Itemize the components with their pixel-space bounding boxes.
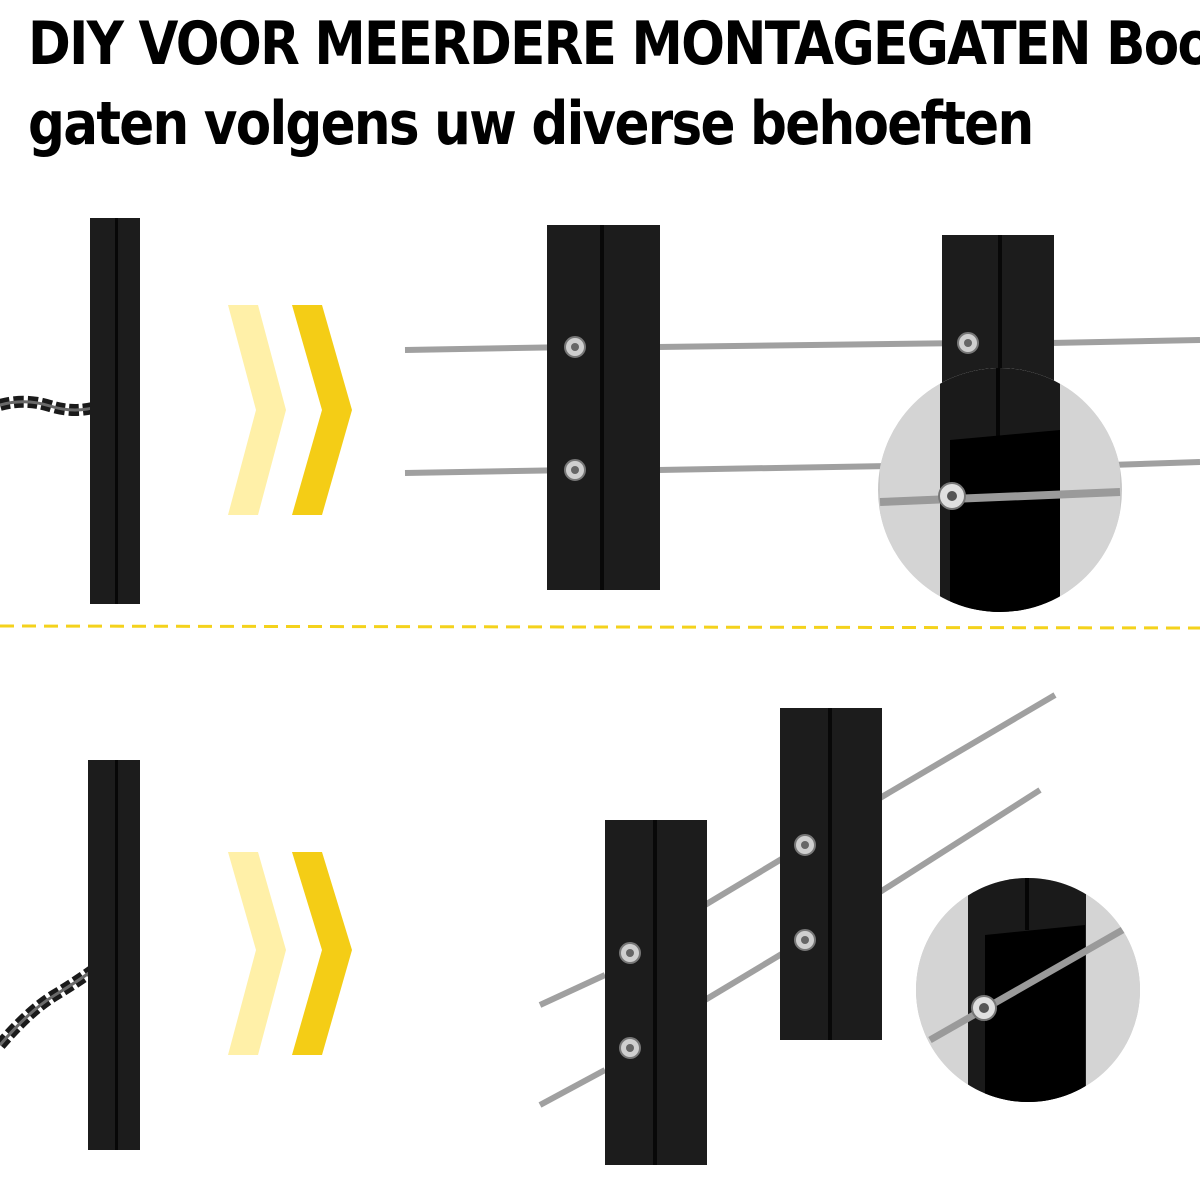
- mounted-post-top-1: [547, 225, 660, 590]
- headline: DIY VOOR MEERDERE MONTAGEGATEN Boor gate…: [28, 4, 1200, 164]
- chevron-right-icon: [228, 305, 352, 515]
- drill-bit-icon: [0, 395, 102, 416]
- mounted-post-bottom-2: [780, 708, 882, 1040]
- drill-bit-bottom-icon: [0, 960, 104, 1049]
- headline-line-2: gaten volgens uw diverse behoeften: [28, 89, 1034, 159]
- single-post-bottom: [88, 760, 140, 1150]
- mounted-post-bottom-1: [605, 820, 707, 1165]
- magnifier-detail-bottom-icon: [916, 878, 1140, 1102]
- magnifier-detail-icon: [878, 368, 1122, 612]
- single-post-top: [90, 218, 140, 604]
- headline-line-1: DIY VOOR MEERDERE MONTAGEGATEN Boor: [28, 9, 1200, 79]
- divider-line: [0, 624, 1200, 630]
- chevron-right-bottom-icon: [228, 852, 352, 1055]
